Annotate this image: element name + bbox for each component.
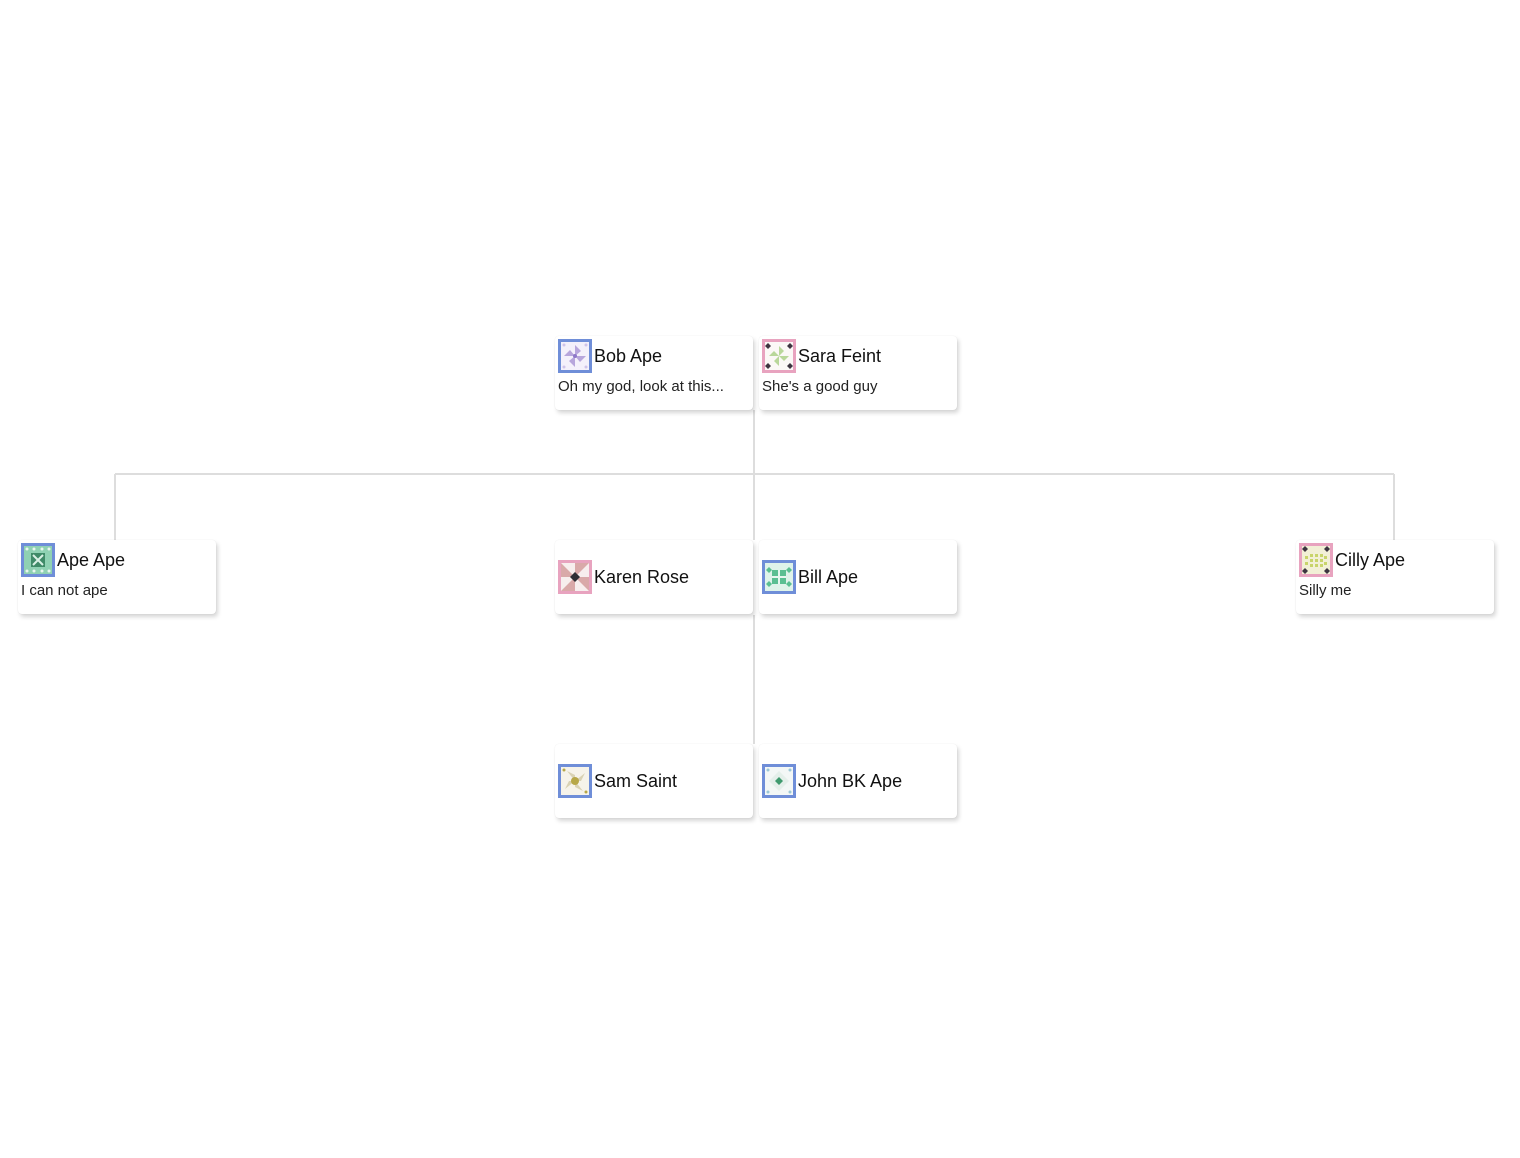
star-pink-icon xyxy=(561,563,589,591)
person-name: John BK Ape xyxy=(798,771,903,791)
person-name: Bob Ape xyxy=(594,346,663,366)
avatar-sam-saint xyxy=(558,764,592,798)
person-note: Oh my god, look at this... xyxy=(558,378,724,395)
yellow-grid-icon xyxy=(1302,546,1330,574)
person-note: She's a good guy xyxy=(762,378,878,395)
teal-x-block-icon xyxy=(24,546,52,574)
person-name: Cilly Ape xyxy=(1335,550,1406,570)
avatar-bob-ape xyxy=(558,339,592,373)
person-name: Sam Saint xyxy=(594,771,678,791)
person-name: Bill Ape xyxy=(798,567,859,587)
person-card-john-bk-ape[interactable]: John BK Ape xyxy=(759,744,957,818)
avatar-john-bk-ape xyxy=(762,764,796,798)
olive-flower-icon xyxy=(561,767,589,795)
avatar-bill-ape xyxy=(762,560,796,594)
avatar-ape-ape xyxy=(21,543,55,577)
person-card-bob-ape[interactable]: Bob Ape Oh my god, look at this... xyxy=(555,336,753,410)
person-name: Ape Ape xyxy=(57,550,126,570)
person-note: Silly me xyxy=(1299,582,1352,599)
person-note: I can not ape xyxy=(21,582,108,599)
green-lattice-icon xyxy=(765,563,793,591)
person-name: Karen Rose xyxy=(594,567,690,587)
person-card-sara-feint[interactable]: Sara Feint She's a good guy xyxy=(759,336,957,410)
person-name: Sara Feint xyxy=(798,346,882,366)
pinwheel-lavender-icon xyxy=(561,342,589,370)
green-diamond-icon xyxy=(765,767,793,795)
person-card-karen-rose[interactable]: Karen Rose xyxy=(555,540,753,614)
person-card-cilly-ape[interactable]: Cilly Ape Silly me xyxy=(1296,540,1494,614)
avatar-cilly-ape xyxy=(1299,543,1333,577)
person-card-bill-ape[interactable]: Bill Ape xyxy=(759,540,957,614)
pinwheel-green-icon xyxy=(765,342,793,370)
person-card-ape-ape[interactable]: Ape Ape I can not ape xyxy=(18,540,216,614)
person-card-sam-saint[interactable]: Sam Saint xyxy=(555,744,753,818)
avatar-sara-feint xyxy=(762,339,796,373)
avatar-karen-rose xyxy=(558,560,592,594)
